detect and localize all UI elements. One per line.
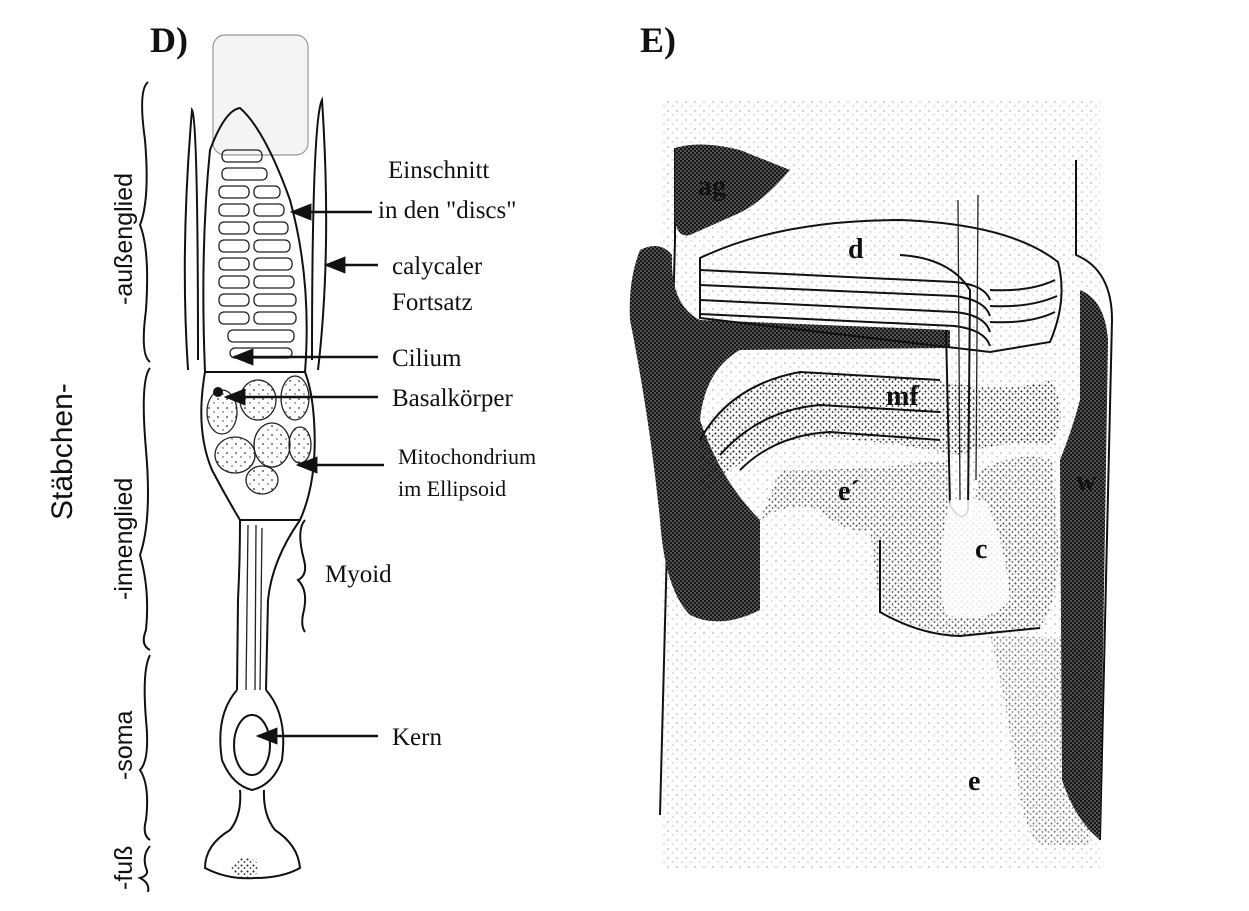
segment-outer-label: -außenglied — [110, 173, 138, 305]
label-myoid: Myoid — [325, 561, 392, 588]
label-discs-line2: in den "discs" — [378, 197, 516, 224]
nucleus-shape — [234, 715, 270, 775]
label-cilium: Cilium — [392, 345, 462, 372]
panel-e-drawing — [630, 100, 1112, 870]
label-mito-line2: im Ellipsoid — [398, 476, 506, 501]
label-mf: mf — [886, 381, 919, 412]
segment-foot-label: -fuß — [110, 846, 138, 890]
label-c: c — [975, 534, 987, 565]
label-mito-line1: Mitochondrium — [398, 444, 536, 469]
label-e: e — [968, 766, 980, 797]
disc-stack — [219, 150, 296, 358]
label-discs-line1: Einschnitt — [388, 157, 489, 184]
segment-braces — [140, 82, 150, 892]
label-calycal-line1: calycaler — [392, 253, 483, 280]
label-calycal-line2: Fortsatz — [392, 289, 473, 316]
label-w: w — [1076, 466, 1097, 497]
panel-e-label: E) — [640, 20, 676, 60]
rod-vertical-title: Stäbchen- — [46, 383, 79, 520]
segment-soma-label: -soma — [110, 710, 138, 780]
label-e-prime: e´ — [838, 476, 860, 507]
rod-cell-drawing — [185, 35, 326, 878]
basal-body-dot — [213, 387, 223, 397]
label-nucleus: Kern — [392, 724, 442, 751]
panel-d-label: D) — [150, 20, 188, 60]
label-ag: ag — [698, 171, 726, 202]
segment-inner-label: -innenglied — [110, 478, 138, 600]
label-d: d — [848, 234, 864, 265]
label-basal-body: Basalkörper — [392, 385, 513, 412]
